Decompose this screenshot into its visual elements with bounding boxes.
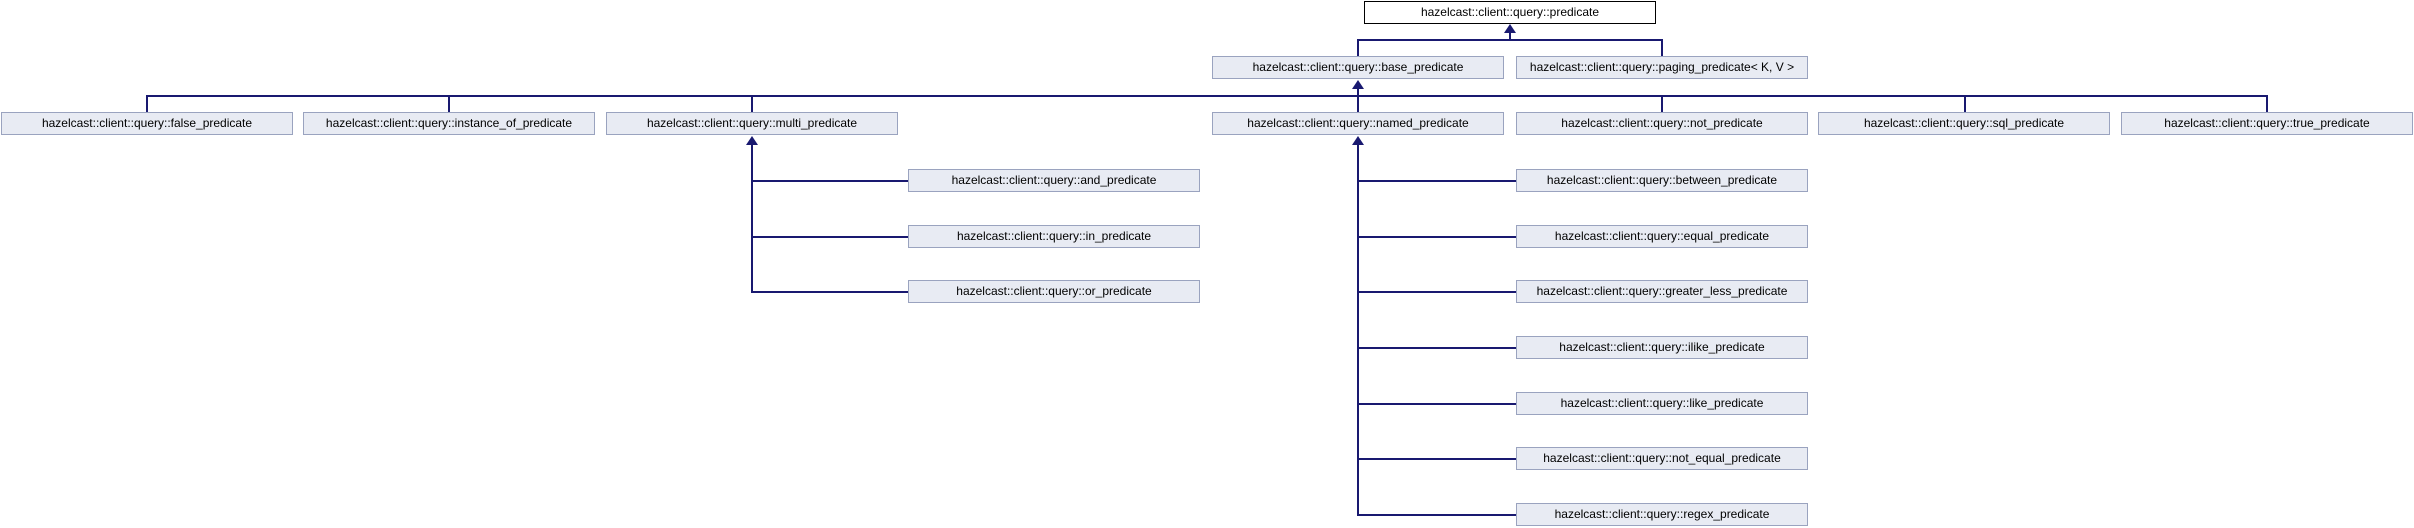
node-sql-predicate[interactable]: hazelcast::client::query::sql_predicate	[1818, 112, 2110, 135]
node-between-predicate[interactable]: hazelcast::client::query::between_predic…	[1516, 169, 1808, 192]
node-or-predicate[interactable]: hazelcast::client::query::or_predicate	[908, 280, 1200, 303]
arrowhead-multi-predicate	[746, 136, 758, 145]
edge-line	[1357, 144, 1359, 516]
edge-line	[1357, 39, 1359, 56]
edge-line	[1357, 39, 1663, 41]
edge-line	[751, 95, 753, 112]
edge-line	[1661, 95, 1663, 112]
node-like-predicate[interactable]: hazelcast::client::query::like_predicate	[1516, 392, 1808, 415]
edge-line	[1357, 514, 1516, 516]
node-named-predicate[interactable]: hazelcast::client::query::named_predicat…	[1212, 112, 1504, 135]
arrowhead-named-predicate	[1352, 136, 1364, 145]
edge-line	[1964, 95, 1966, 112]
node-instance-of-predicate[interactable]: hazelcast::client::query::instance_of_pr…	[303, 112, 595, 135]
edge-line	[1357, 458, 1516, 460]
node-not-equal-predicate[interactable]: hazelcast::client::query::not_equal_pred…	[1516, 447, 1808, 470]
edge-line	[751, 291, 908, 293]
node-not-predicate[interactable]: hazelcast::client::query::not_predicate	[1516, 112, 1808, 135]
edge-line	[448, 95, 450, 112]
arrowhead-base-predicate	[1352, 80, 1364, 89]
edge-line	[1357, 347, 1516, 349]
edge-line	[1509, 32, 1511, 40]
node-base-predicate[interactable]: hazelcast::client::query::base_predicate	[1212, 56, 1504, 79]
node-paging-predicate[interactable]: hazelcast::client::query::paging_predica…	[1516, 56, 1808, 79]
node-and-predicate[interactable]: hazelcast::client::query::and_predicate	[908, 169, 1200, 192]
arrowhead-predicate	[1504, 24, 1516, 33]
node-greater-less-predicate[interactable]: hazelcast::client::query::greater_less_p…	[1516, 280, 1808, 303]
edge-line	[1357, 180, 1516, 182]
node-equal-predicate[interactable]: hazelcast::client::query::equal_predicat…	[1516, 225, 1808, 248]
node-regex-predicate[interactable]: hazelcast::client::query::regex_predicat…	[1516, 503, 1808, 526]
node-multi-predicate[interactable]: hazelcast::client::query::multi_predicat…	[606, 112, 898, 135]
node-true-predicate[interactable]: hazelcast::client::query::true_predicate	[2121, 112, 2413, 135]
node-predicate: hazelcast::client::query::predicate	[1364, 1, 1656, 24]
node-false-predicate[interactable]: hazelcast::client::query::false_predicat…	[1, 112, 293, 135]
edge-line	[751, 144, 753, 293]
edge-line	[1661, 39, 1663, 56]
node-ilike-predicate[interactable]: hazelcast::client::query::ilike_predicat…	[1516, 336, 1808, 359]
edge-line	[146, 95, 2268, 97]
node-in-predicate[interactable]: hazelcast::client::query::in_predicate	[908, 225, 1200, 248]
edge-line	[1357, 403, 1516, 405]
edge-line	[1357, 236, 1516, 238]
edge-line	[751, 180, 908, 182]
edge-line	[2266, 95, 2268, 112]
edge-line	[1357, 291, 1516, 293]
edge-line	[146, 95, 148, 112]
edge-line	[751, 236, 908, 238]
edge-line	[1357, 88, 1359, 95]
edge-line	[1357, 95, 1359, 112]
